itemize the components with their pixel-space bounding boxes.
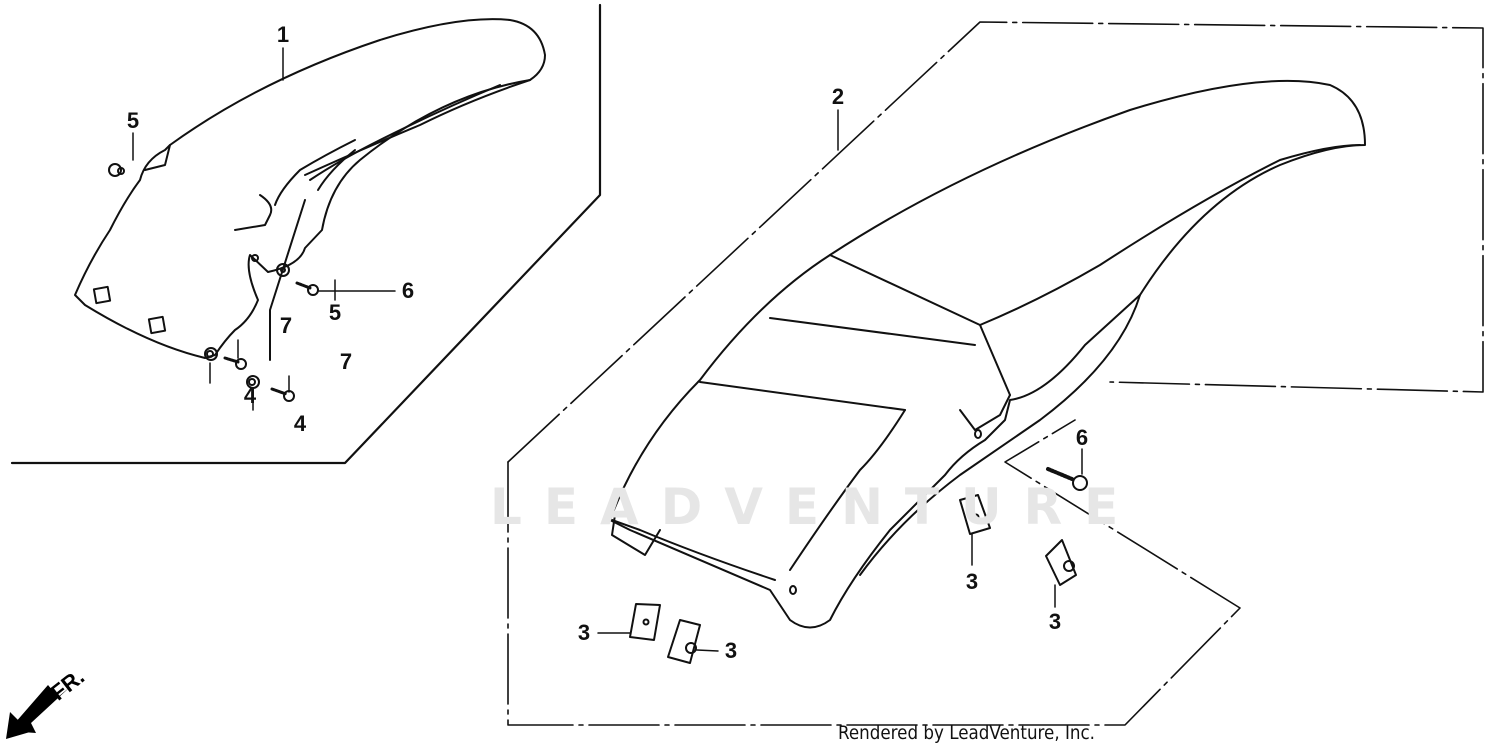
rear-group-frame bbox=[507, 21, 1484, 726]
callout-7[interactable]: 7 bbox=[279, 313, 293, 338]
callout-5[interactable]: 5 bbox=[126, 108, 140, 133]
callout-3[interactable]: 3 bbox=[965, 569, 979, 594]
callout-3[interactable]: 3 bbox=[724, 638, 738, 663]
callout-6[interactable]: 6 bbox=[1075, 425, 1089, 450]
rear-fender-icon bbox=[609, 79, 1366, 629]
callout-7[interactable]: 7 bbox=[339, 349, 353, 374]
front-fender-icon bbox=[74, 18, 546, 361]
rear-hardware bbox=[597, 448, 1088, 664]
callout-3[interactable]: 3 bbox=[577, 620, 591, 645]
front-group-frame bbox=[10, 3, 602, 465]
callout-5[interactable]: 5 bbox=[328, 300, 342, 325]
callout-2[interactable]: 2 bbox=[831, 84, 845, 109]
callout-6[interactable]: 6 bbox=[401, 278, 415, 303]
callout-4[interactable]: 4 bbox=[243, 383, 257, 408]
render-credit: Rendered by LeadVenture, Inc. bbox=[838, 722, 1096, 744]
callout-1[interactable]: 1 bbox=[276, 22, 290, 47]
front-hardware bbox=[108, 47, 396, 411]
callout-3[interactable]: 3 bbox=[1048, 609, 1062, 634]
front-direction-arrow-icon bbox=[6, 685, 70, 739]
watermark: LEADVENTURE bbox=[490, 478, 1141, 536]
callout-4[interactable]: 4 bbox=[293, 411, 307, 436]
